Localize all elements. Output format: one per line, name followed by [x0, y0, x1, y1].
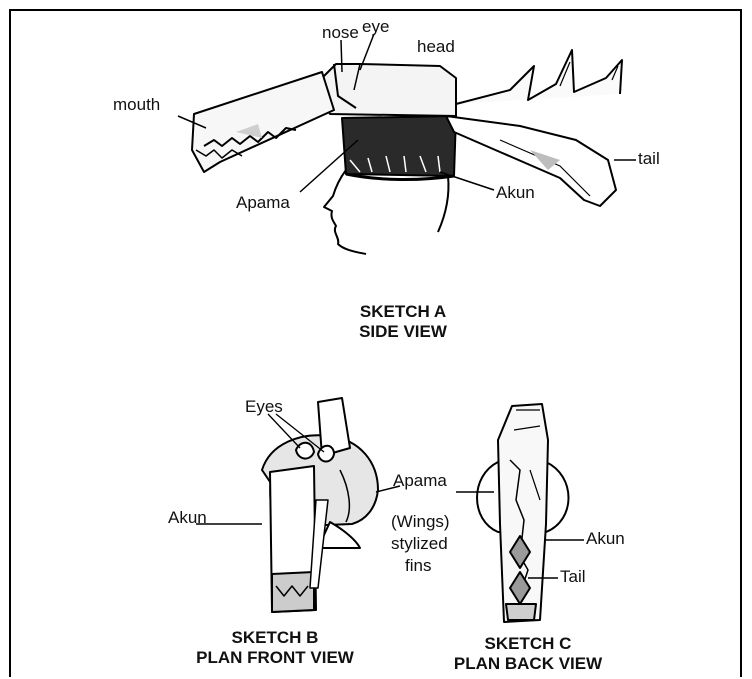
label-nose: nose [322, 24, 359, 41]
label-head: head [417, 38, 455, 55]
human-face-profile [324, 170, 366, 254]
sketch-c-title: SKETCH C PLAN BACK VIEW [440, 634, 616, 674]
label-tail: tail [638, 150, 660, 167]
sketch-c-title-line2: PLAN BACK VIEW [440, 654, 616, 674]
label-wings: (Wings) [391, 513, 450, 530]
label-akun-front: Akun [168, 509, 207, 526]
label-akun: Akun [496, 184, 535, 201]
label-mouth: mouth [113, 96, 160, 113]
sketch-b-title-line1: SKETCH B [180, 628, 370, 648]
label-apama-shared: Apama [393, 472, 447, 489]
label-eyes: Eyes [245, 398, 283, 415]
label-fins: fins [405, 557, 431, 574]
mask-dorsal-fins [456, 50, 622, 104]
human-back-of-head [438, 176, 449, 232]
sketch-b-drawing [196, 398, 400, 612]
label-tail-back: Tail [560, 568, 586, 585]
leader-nose [341, 40, 342, 72]
label-akun-back: Akun [586, 530, 625, 547]
sketch-b-title: SKETCH B PLAN FRONT VIEW [180, 628, 370, 668]
sketch-a-title-line2: SIDE VIEW [338, 322, 468, 342]
mask-head-block [318, 64, 456, 116]
sketch-a-title-line1: SKETCH A [338, 302, 468, 322]
sketch-a-title: SKETCH A SIDE VIEW [338, 302, 468, 342]
label-eye: eye [362, 18, 389, 35]
mask-snout [192, 72, 334, 172]
sketch-b-title-line2: PLAN FRONT VIEW [180, 648, 370, 668]
sketch-c-title-line1: SKETCH C [440, 634, 616, 654]
sketch-c-drawing [456, 404, 584, 622]
label-apama: Apama [236, 194, 290, 211]
sketch-a-drawing [178, 34, 636, 254]
label-stylized: stylized [391, 535, 448, 552]
